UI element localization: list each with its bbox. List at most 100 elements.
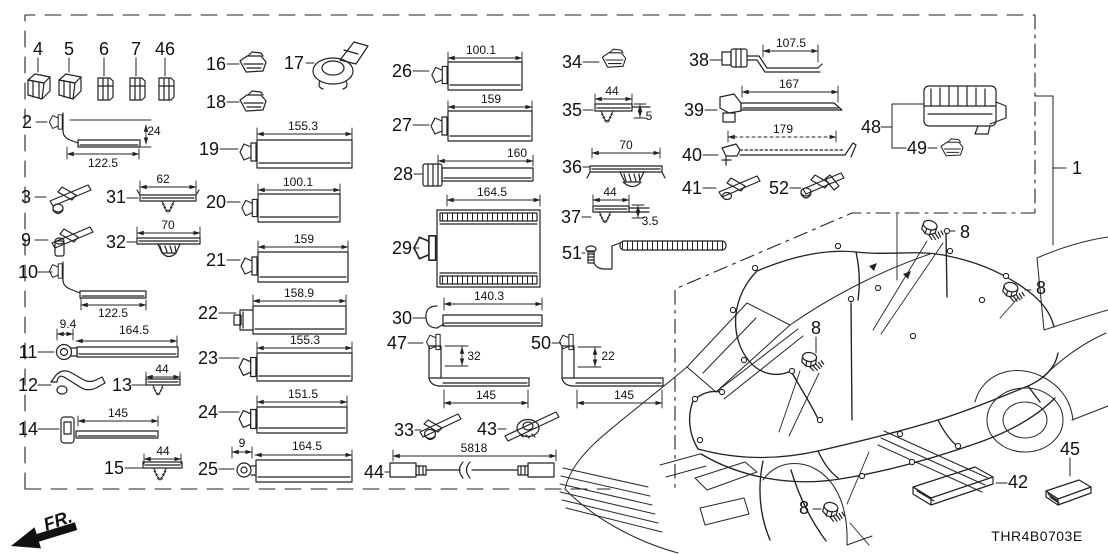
callout-27: 27 <box>391 115 413 135</box>
callout-18: 18 <box>205 92 227 112</box>
callout-19: 19 <box>198 139 220 159</box>
part-drawing-11 <box>55 328 179 361</box>
callout-42: 42 <box>1007 472 1029 492</box>
callout-6: 6 <box>98 39 110 59</box>
part-drawing-23 <box>238 341 353 382</box>
part-drawing-41 <box>718 175 761 201</box>
callout-41: 41 <box>681 178 703 198</box>
callout-23: 23 <box>197 348 219 368</box>
callout-44: 44 <box>363 462 385 482</box>
callout-43: 43 <box>476 419 498 439</box>
dim-28-length: 160 <box>506 146 528 160</box>
callout-8-bolt-3: 8 <box>810 318 822 338</box>
part-drawing-31 <box>136 180 200 213</box>
bracket-48-49 <box>891 103 925 149</box>
part-drawing-35 <box>594 93 651 123</box>
dim-35-height: 5 <box>645 109 653 123</box>
part-drawing-24 <box>238 395 348 434</box>
callout-9: 9 <box>20 230 32 250</box>
part-drawing-43 <box>504 411 560 442</box>
callout-31: 31 <box>105 187 127 207</box>
callout-50: 50 <box>530 333 552 353</box>
dim-19-length: 155.3 <box>287 119 319 133</box>
callout-11: 11 <box>18 342 38 362</box>
dim-36-width: 70 <box>619 138 633 152</box>
part-drawing-14 <box>60 415 159 444</box>
callout-21: 21 <box>205 250 227 270</box>
callout-1: 1 <box>1071 158 1083 178</box>
callout-35: 35 <box>561 100 583 120</box>
dim-26-length: 100.1 <box>465 43 497 57</box>
bracket-1 <box>1034 95 1067 246</box>
callout-2: 2 <box>21 112 33 132</box>
part-drawing-22 <box>233 294 347 335</box>
part-drawing-7 <box>129 77 146 101</box>
dim-50-length: 145 <box>613 388 635 402</box>
callout-17: 17 <box>283 53 305 73</box>
part-drawing-42 <box>912 466 994 506</box>
dim-13-width: 44 <box>155 362 169 376</box>
callout-47: 47 <box>386 333 408 353</box>
callout-32: 32 <box>105 232 127 252</box>
callout-15: 15 <box>103 458 125 478</box>
callout-10: 10 <box>17 262 39 282</box>
callout-22: 22 <box>197 303 219 323</box>
part-drawing-33 <box>419 413 462 441</box>
dim-25-length: 164.5 <box>291 439 323 453</box>
callout-45: 45 <box>1059 439 1081 459</box>
part-drawing-17 <box>312 41 369 90</box>
part-drawing-40 <box>721 130 857 166</box>
callout-7: 7 <box>130 39 142 59</box>
part-drawing-45 <box>1045 479 1092 506</box>
part-drawing-16 <box>239 51 267 73</box>
part-drawing-30 <box>425 297 543 329</box>
dim-2-length: 122.5 <box>87 156 119 170</box>
part-drawing-19 <box>239 127 353 169</box>
callout-leader-lines <box>34 57 1071 510</box>
part-drawing-28 <box>422 154 534 187</box>
dim-21-length: 159 <box>293 232 315 246</box>
dim-24-length: 151.5 <box>287 387 319 401</box>
part-drawing-37 <box>592 194 650 223</box>
callout-37: 37 <box>560 207 582 227</box>
dim-23-length: 155.3 <box>289 333 321 347</box>
callout-14: 14 <box>17 419 39 439</box>
part-drawing-6 <box>97 77 114 101</box>
part-drawing-18 <box>239 90 267 112</box>
wire-harness-illustration <box>688 227 1059 542</box>
callout-29: 29 <box>391 238 413 258</box>
dim-47-length: 145 <box>475 388 497 402</box>
callout-16: 16 <box>205 54 227 74</box>
dim-29-length: 164.5 <box>476 185 508 199</box>
callout-38: 38 <box>688 50 710 70</box>
dim-15-width: 44 <box>156 444 170 458</box>
callout-28: 28 <box>392 164 414 184</box>
part-drawing-21 <box>240 240 349 283</box>
dim-30-length: 140.3 <box>473 289 505 303</box>
front-direction-arrow <box>11 522 78 549</box>
part-drawing-27 <box>430 100 533 142</box>
dim-22-length: 158.9 <box>283 286 315 300</box>
dim-50-height: 22 <box>601 349 615 363</box>
part-drawing-12 <box>50 370 106 395</box>
part-drawing-2 <box>48 112 152 160</box>
part-drawing-32 <box>136 226 201 258</box>
dim-2-height: 24 <box>147 124 161 138</box>
dim-44-length: 5818 <box>460 441 488 455</box>
part-drawing-4 <box>27 73 51 100</box>
part-drawing-3 <box>49 184 92 215</box>
callout-5: 5 <box>63 39 75 59</box>
dim-10-length: 122.5 <box>97 306 129 320</box>
part-drawing-25 <box>231 446 353 483</box>
dim-11-length: 164.5 <box>118 323 150 337</box>
dim-25-offset: 9 <box>238 436 246 450</box>
part-drawing-26 <box>431 51 523 91</box>
callout-48: 48 <box>860 117 882 137</box>
callout-8-bolt-2: 8 <box>1035 278 1047 298</box>
callout-20: 20 <box>205 192 227 212</box>
callout-25: 25 <box>197 459 219 479</box>
dim-32-width: 70 <box>161 218 175 232</box>
dim-47-height: 32 <box>467 349 481 363</box>
dim-40-length: 179 <box>772 122 794 136</box>
